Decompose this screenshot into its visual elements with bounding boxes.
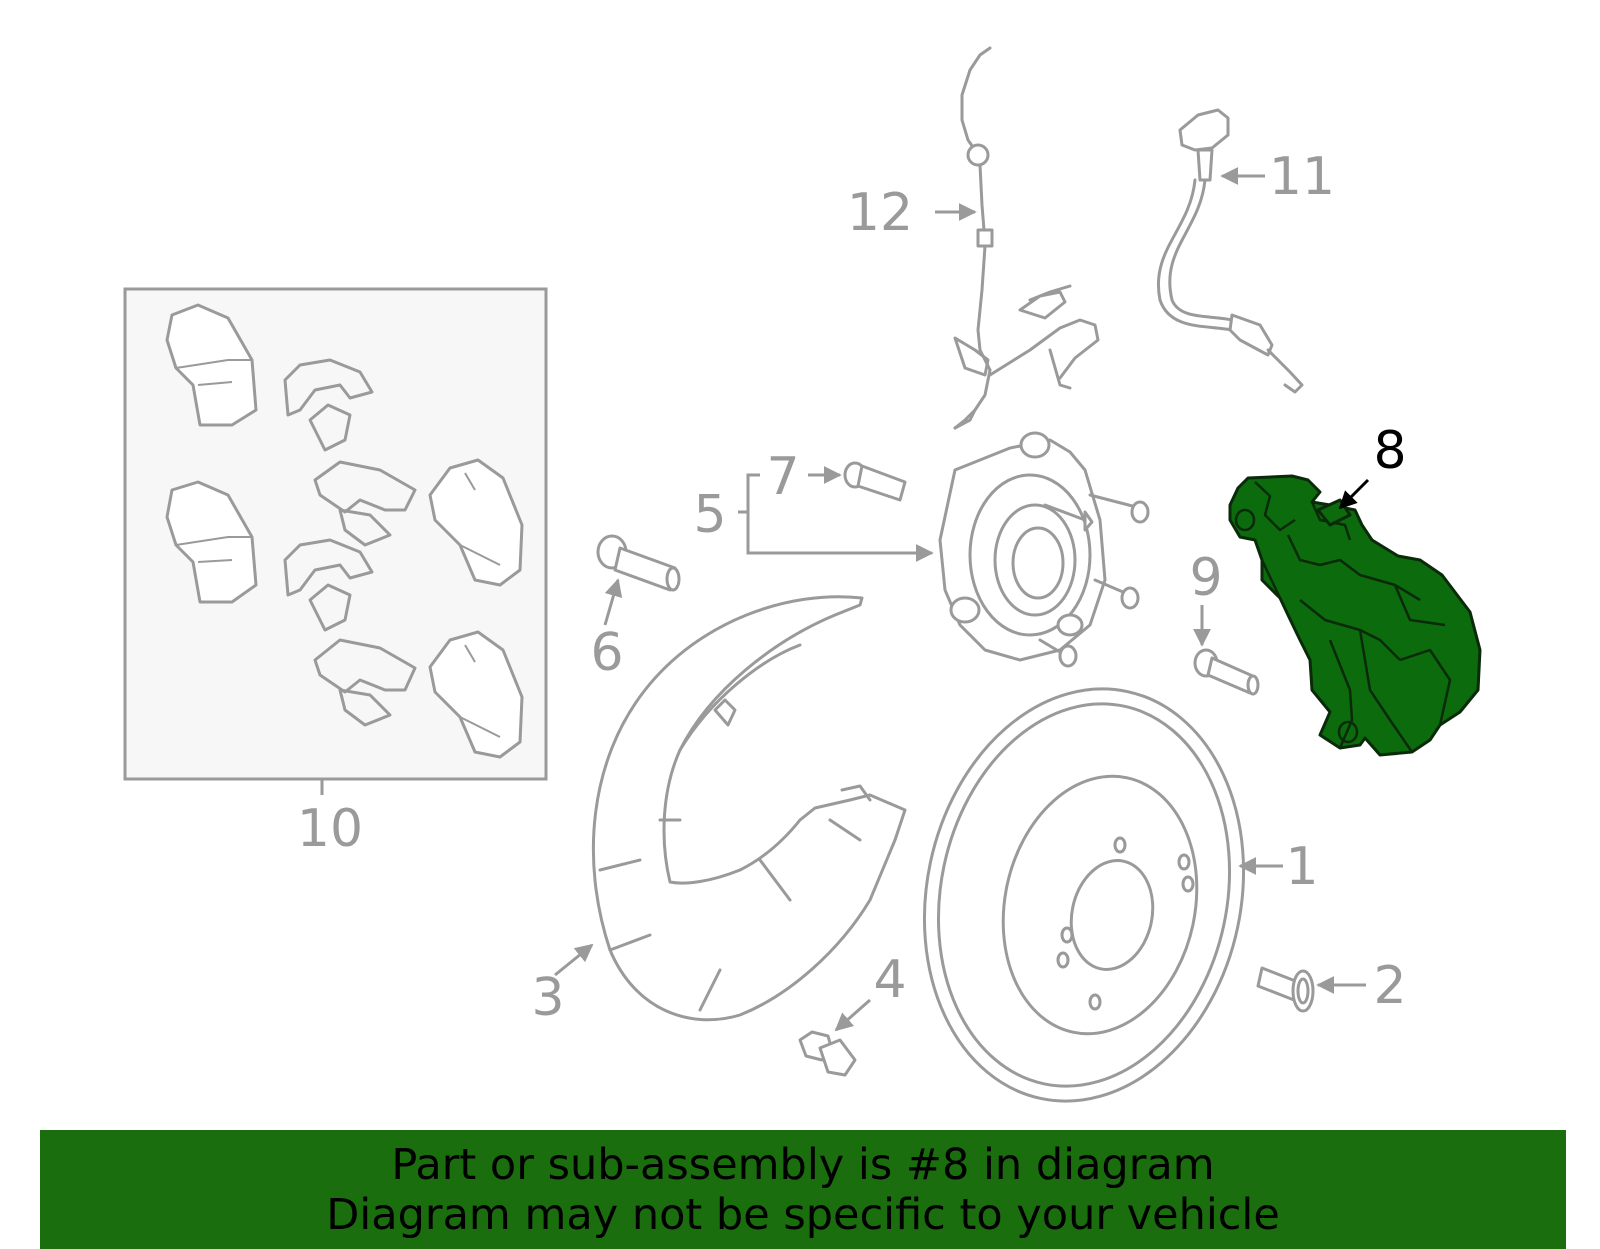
callout-8[interactable]: 8 (1373, 421, 1406, 481)
banner-line-1: Part or sub-assembly is #8 in diagram (391, 1139, 1215, 1190)
callout-11[interactable]: 11 (1269, 147, 1335, 207)
brake-hose[interactable] (1157, 108, 1304, 394)
notice-banner: Part or sub-assembly is #8 in diagram Di… (40, 1130, 1566, 1249)
brake-pad-upper-left (165, 303, 258, 427)
pad-clips-mid-upper (313, 460, 417, 547)
callout-5[interactable]: 5 (693, 485, 726, 545)
brake-rotor[interactable] (887, 659, 1281, 1131)
dust-shield[interactable] (591, 595, 907, 1022)
callout-10[interactable]: 10 (297, 799, 363, 859)
brake-pad-upper-right (428, 458, 524, 587)
hub-bolt[interactable] (843, 461, 907, 502)
callout-9[interactable]: 9 (1189, 548, 1222, 608)
wheel-stud[interactable] (1256, 966, 1315, 1013)
callout-4[interactable]: 4 (873, 950, 906, 1010)
pad-clips-lower (313, 638, 417, 727)
brake-caliper-highlighted[interactable] (1228, 474, 1482, 757)
pad-kit-box[interactable] (123, 287, 548, 781)
callout-6[interactable]: 6 (590, 623, 623, 683)
callout-7[interactable]: 7 (766, 447, 799, 507)
callout-12[interactable]: 12 (847, 183, 913, 243)
callout-1[interactable]: 1 (1285, 837, 1318, 897)
pad-clips-upper (283, 358, 374, 452)
hub-assembly[interactable] (938, 431, 1150, 668)
bolt-4[interactable] (798, 1030, 857, 1077)
brake-pad-lower-right (428, 630, 524, 759)
brake-pad-lower-left (165, 480, 258, 604)
callout-3[interactable]: 3 (531, 968, 564, 1028)
banner-line-2: Diagram may not be specific to your vehi… (326, 1189, 1280, 1240)
pad-clips-mid-lower (283, 538, 374, 632)
callout-2[interactable]: 2 (1373, 956, 1406, 1016)
bolt-6[interactable] (596, 534, 681, 592)
abs-sensor[interactable] (953, 46, 1100, 430)
bolt-9[interactable] (1193, 648, 1260, 696)
